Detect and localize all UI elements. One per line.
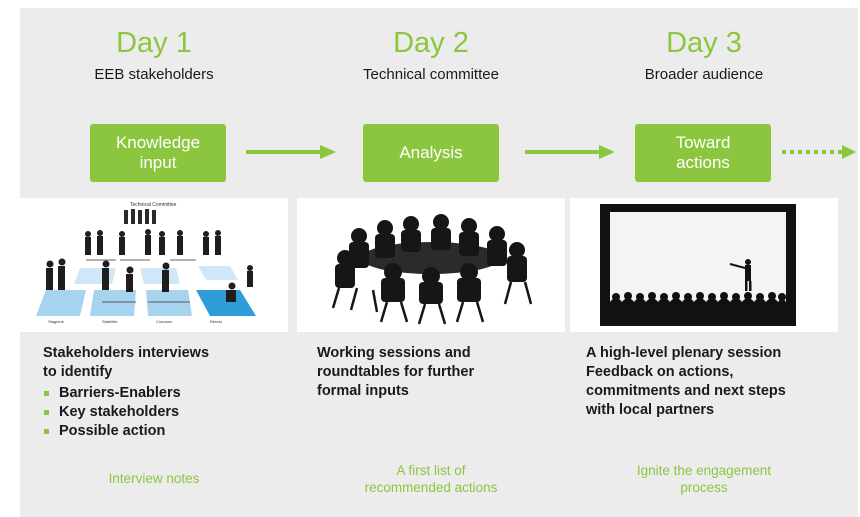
meeting-silhouettes bbox=[335, 214, 527, 304]
flow-arrows bbox=[86, 259, 196, 303]
toward-actions-box: Toward actions bbox=[635, 124, 771, 182]
plenary-image bbox=[570, 198, 838, 332]
step-2-line-1: Analysis bbox=[399, 143, 463, 162]
day-1-title: Day 1 bbox=[116, 27, 192, 59]
day-1-output: Interview notes bbox=[108, 471, 200, 486]
svg-text:Stabilitet: Stabilitet bbox=[102, 319, 118, 324]
people-silhouettes bbox=[46, 229, 253, 302]
group-silhouettes bbox=[124, 209, 156, 224]
desc-2-line-2: roundtables for further bbox=[317, 364, 475, 380]
speaker-silhouette bbox=[729, 259, 752, 291]
tile-labels: Stagione Stabilitet Conosce Rendu bbox=[48, 319, 222, 324]
step-3-line-1: Toward bbox=[675, 133, 731, 152]
arrow-right-icon bbox=[246, 145, 336, 159]
day-3-description: A high-level plenary session Feedback on… bbox=[586, 344, 786, 420]
desc-1-line-2: to identify bbox=[43, 364, 113, 380]
desc-3-line-4: with local partners bbox=[586, 402, 715, 418]
analysis-box: Analysis bbox=[363, 124, 499, 182]
desc-2-line-3: formal inputs bbox=[317, 383, 409, 399]
blue-tiles bbox=[36, 266, 256, 316]
day-1-audience: EEB stakeholders bbox=[94, 66, 214, 83]
day-3-output: Ignite the engagement process bbox=[636, 463, 772, 495]
day-2-output: A first list of recommended actions bbox=[364, 463, 498, 495]
bullet-possible-action: Possible action bbox=[43, 422, 209, 441]
roundtable-illustration bbox=[331, 214, 533, 325]
step-3-line-2: actions bbox=[676, 153, 730, 172]
svg-text:Conosce: Conosce bbox=[156, 319, 173, 324]
roundtable-image bbox=[297, 198, 565, 332]
desc-2-line-1: Working sessions and bbox=[317, 345, 471, 361]
stakeholders-image: Technical Committee Stagione bbox=[20, 198, 288, 332]
bullet-barriers-enablers: Barriers-Enablers bbox=[43, 384, 209, 403]
step-1-line-1: Knowledge bbox=[115, 133, 201, 152]
audience-silhouettes bbox=[610, 292, 786, 316]
plenary-illustration bbox=[600, 204, 796, 326]
day-3-audience: Broader audience bbox=[644, 66, 764, 83]
arrow-right-icon bbox=[525, 145, 615, 159]
knowledge-input-box: Knowledge input bbox=[90, 124, 226, 182]
desc-3-line-3: commitments and next steps bbox=[586, 383, 786, 399]
process-panel: Day 1 EEB stakeholders Knowledge input T… bbox=[20, 8, 858, 517]
desc-3-line-1: A high-level plenary session bbox=[586, 345, 782, 361]
day-3-title: Day 3 bbox=[666, 27, 742, 59]
svg-text:Stagione: Stagione bbox=[48, 319, 65, 324]
dotted-arrow-icon bbox=[782, 145, 856, 159]
desc-3-line-2: Feedback on actions, bbox=[586, 364, 734, 380]
bullet-key-stakeholders: Key stakeholders bbox=[43, 403, 209, 422]
day-2-audience: Technical committee bbox=[363, 66, 499, 83]
desc-1-line-1: Stakeholders interviews bbox=[43, 345, 210, 361]
chair-legs bbox=[331, 281, 533, 325]
day-1-description: Stakeholders interviews to identify Barr… bbox=[43, 344, 209, 441]
stakeholders-illustration: Technical Committee Stagione bbox=[36, 202, 256, 324]
day-2-title: Day 2 bbox=[393, 27, 469, 59]
barrier-list: Barriers-Enablers Key stakeholders Possi… bbox=[43, 384, 209, 441]
svg-text:Rendu: Rendu bbox=[210, 319, 222, 324]
day-2-description: Working sessions and roundtables for fur… bbox=[317, 344, 474, 401]
step-1-line-2: input bbox=[139, 153, 177, 172]
image-1-header-label: Technical Committee bbox=[130, 202, 177, 208]
